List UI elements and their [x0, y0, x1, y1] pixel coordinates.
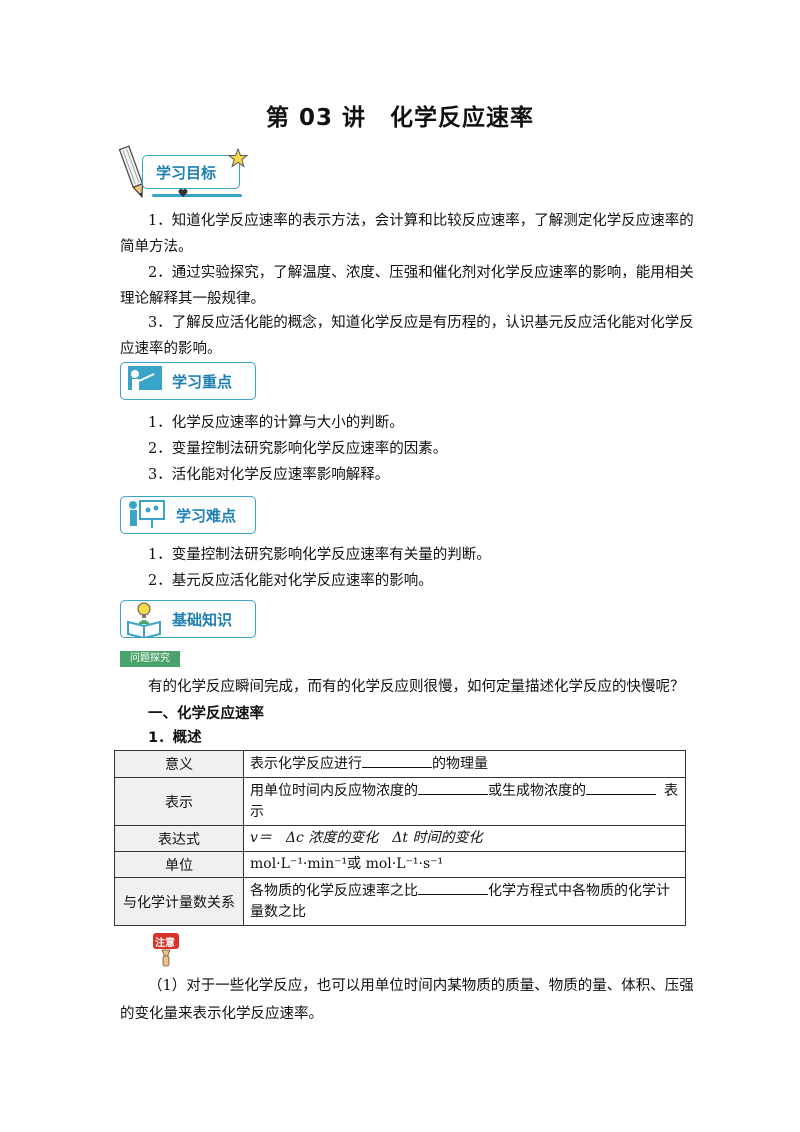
key-points-banner: 学习重点 — [120, 360, 260, 404]
book-bulb-icon — [127, 602, 161, 638]
objective-2: 2．通过实验探究，了解温度、浓度、压强和催化剂对化学反应速率的影响，能用相关 理… — [120, 265, 694, 307]
question-explore-tag: 问题探究 — [120, 651, 180, 667]
difficulties-banner-label: 学习难点 — [176, 507, 237, 525]
basics-banner: 基础知识 — [120, 598, 260, 642]
presenter-icon — [129, 500, 165, 528]
note-icon-label: 注意 — [155, 938, 175, 949]
table-value: 各物质的化学反应速率之比化学方程式中各物质的化学计 量数之比 — [243, 877, 686, 926]
difficulty-1: 1．变量控制法研究影响化学反应速率有关量的判断。 — [148, 547, 491, 563]
table-row: 单位 mol·L⁻¹·min⁻¹或 mol·L⁻¹·s⁻¹ — [114, 851, 686, 878]
star-icon — [228, 148, 248, 168]
objectives-banner-label: 学习目标 — [156, 164, 217, 182]
objectives-banner: 学习目标 — [112, 140, 252, 200]
difficulty-2: 2．基元反应活化能对化学反应速率的影响。 — [148, 573, 433, 589]
table-value: 表示化学反应进行的物理量 — [243, 750, 686, 778]
note-icon: 注意 — [150, 930, 184, 968]
difficulties-banner: 学习难点 — [120, 494, 260, 538]
table-row: 表示 用单位时间内反应物浓度的或生成物浓度的表 示 — [114, 777, 686, 826]
intro-question: 有的化学反应瞬间完成，而有的化学反应则很慢，如何定量描述化学反应的快慢呢？ — [148, 679, 685, 695]
key-point-1: 1．化学反应速率的计算与大小的判断。 — [148, 415, 404, 431]
fill-blank[interactable] — [362, 753, 432, 768]
fill-blank[interactable] — [586, 780, 656, 795]
key-points-banner-label: 学习重点 — [172, 373, 233, 391]
heart-icon — [178, 189, 188, 197]
table-value: v＝ Δc 浓度的变化 Δt 时间的变化 — [243, 825, 686, 852]
table-key: 表达式 — [114, 825, 244, 852]
table-row: 表达式 v＝ Δc 浓度的变化 Δt 时间的变化 — [114, 825, 686, 852]
objective-3: 3．了解反应活化能的概念，知道化学反应是有历程的，认识基元反应活化能对化学反 应… — [120, 315, 694, 357]
subsection-heading: 1．概述 — [148, 730, 202, 746]
section-heading: 一、化学反应速率 — [148, 706, 264, 722]
teacher-icon — [128, 366, 162, 393]
table-row: 意义 表示化学反应进行的物理量 — [114, 750, 686, 778]
fill-blank[interactable] — [418, 780, 488, 795]
basics-banner-label: 基础知识 — [172, 611, 233, 629]
fill-blank[interactable] — [418, 880, 488, 895]
table-row: 与化学计量数关系 各物质的化学反应速率之比化学方程式中各物质的化学计 量数之比 — [114, 877, 686, 926]
page-title: 第 03 讲 化学反应速率 — [265, 105, 535, 131]
key-point-2: 2．变量控制法研究影响化学反应速率的因素。 — [148, 441, 448, 457]
table-key: 单位 — [114, 851, 244, 878]
table-value: 用单位时间内反应物浓度的或生成物浓度的表 示 — [243, 777, 686, 826]
objective-1: 1．知道化学反应速率的表示方法，会计算和比较反应速率，了解测定化学反应速率的 简… — [120, 213, 694, 255]
table-value: mol·L⁻¹·min⁻¹或 mol·L⁻¹·s⁻¹ — [243, 851, 686, 878]
table-key: 与化学计量数关系 — [114, 877, 244, 926]
pencil-icon — [118, 145, 144, 199]
overview-table: 意义 表示化学反应进行的物理量 表示 用单位时间内反应物浓度的或生成物浓度的表 … — [114, 750, 686, 926]
table-key: 意义 — [114, 750, 244, 778]
key-point-3: 3．活化能对化学反应速率影响解释。 — [148, 467, 390, 483]
note-paragraph: （1）对于一些化学反应，也可以用单位时间内某物质的质量、物质的量、体积、压强 的… — [120, 978, 694, 1022]
table-key: 表示 — [114, 777, 244, 826]
